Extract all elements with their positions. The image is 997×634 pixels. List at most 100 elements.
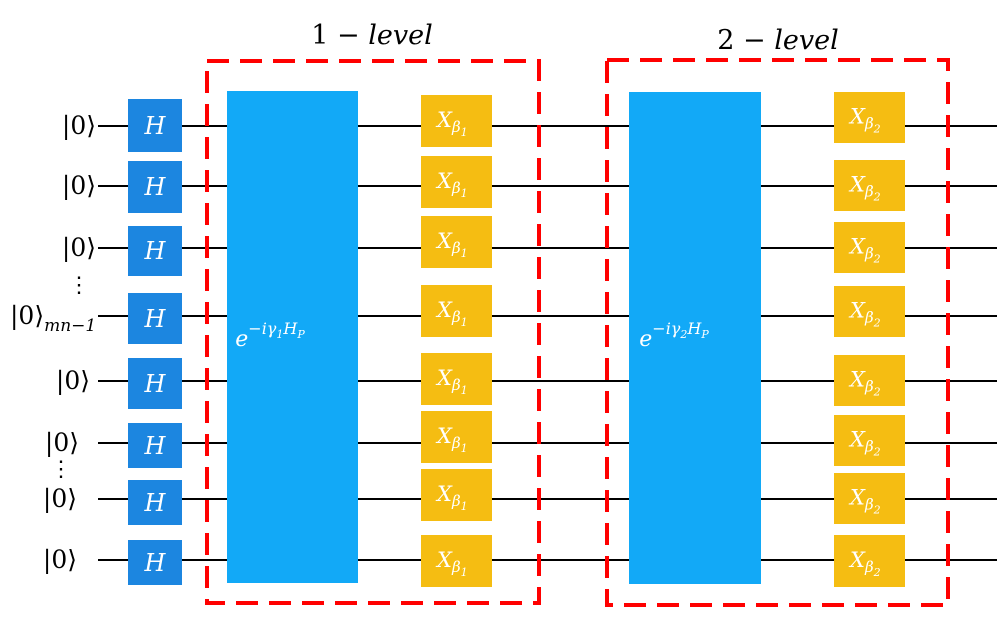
level-2-title: 2 − level bbox=[717, 25, 838, 56]
mixer-gate: Xβ2 bbox=[834, 92, 905, 143]
mixer-subscript-index: 2 bbox=[873, 566, 881, 579]
mixer-subscript-index: 1 bbox=[461, 316, 468, 329]
level-1-title-word: level bbox=[368, 20, 432, 51]
cost-unitary-exponent-h-index: P bbox=[700, 328, 709, 341]
mixer-gate: Xβ2 bbox=[834, 415, 905, 466]
mixer-subscript: β bbox=[451, 179, 461, 197]
mixer-label: Xβ1 bbox=[435, 366, 468, 397]
mixer-gate: Xβ1 bbox=[421, 535, 492, 587]
mixer-label: Xβ1 bbox=[435, 548, 468, 579]
mixer-base: X bbox=[848, 428, 866, 452]
mixer-subscript-index: 1 bbox=[461, 384, 468, 397]
hadamard-gate: H bbox=[128, 161, 182, 213]
qubit-label: |0⟩ bbox=[62, 233, 96, 263]
mixer-base: X bbox=[435, 298, 453, 322]
hadamard-label: H bbox=[144, 173, 167, 201]
qubit-label: |0⟩ bbox=[62, 111, 96, 141]
cost-unitary-exponent-h: H bbox=[282, 319, 298, 338]
cost-unitary-exponent-index: 1 bbox=[276, 328, 283, 341]
hadamard-label: H bbox=[144, 370, 167, 398]
mixer-subscript-index: 1 bbox=[461, 566, 468, 579]
mixer-gate: Xβ1 bbox=[421, 353, 492, 405]
hadamard-label: H bbox=[144, 489, 167, 517]
mixer-subscript: β bbox=[451, 492, 461, 510]
mixer-subscript-index: 2 bbox=[873, 191, 881, 204]
mixer-subscript-index: 2 bbox=[873, 317, 881, 330]
mixer-label: Xβ2 bbox=[848, 299, 881, 330]
mixer-base: X bbox=[435, 482, 453, 506]
cost-unitary-gate-1: e−iγ1HP bbox=[227, 91, 358, 583]
hadamard-column: H H H H H H H H bbox=[128, 99, 182, 585]
mixer-base: X bbox=[848, 548, 866, 572]
mixer-subscript: β bbox=[864, 496, 874, 514]
mixer-gate: Xβ1 bbox=[421, 411, 492, 463]
qubit-label: |0⟩ bbox=[56, 366, 90, 396]
mixer-gate: Xβ1 bbox=[421, 95, 492, 147]
hadamard-gate: H bbox=[128, 99, 182, 152]
cost-unitary-exponent-h-index: P bbox=[296, 328, 305, 341]
mixer-gate: Xβ2 bbox=[834, 473, 905, 524]
mixer-base: X bbox=[848, 173, 866, 197]
cost-unitary-exponent-index: 2 bbox=[679, 328, 687, 341]
mixer-label: Xβ2 bbox=[848, 173, 881, 204]
cost-unitary-exponent: −iγ bbox=[652, 319, 681, 338]
mixer-label: Xβ2 bbox=[848, 235, 881, 266]
mixer-base: X bbox=[848, 105, 866, 129]
hadamard-gate: H bbox=[128, 293, 182, 344]
mixer-subscript-index: 2 bbox=[873, 123, 881, 136]
mixer-label: Xβ2 bbox=[848, 548, 881, 579]
level-2-title-word: level bbox=[774, 25, 838, 56]
hadamard-gate: H bbox=[128, 540, 182, 585]
qubit-label: |0⟩ bbox=[43, 484, 77, 514]
hadamard-label: H bbox=[144, 237, 167, 265]
mixer-subscript: β bbox=[451, 558, 461, 576]
level-1-frame bbox=[205, 59, 541, 605]
qubit-labels: |0⟩ |0⟩ |0⟩ ⋮ |0⟩mn−1 |0⟩ |0⟩ ⋮ |0⟩ |0⟩ bbox=[10, 111, 96, 575]
mixer-subscript-index: 2 bbox=[873, 253, 881, 266]
qubit-label-mn-1: |0⟩mn−1 bbox=[10, 301, 96, 336]
ellipsis: ⋮ bbox=[68, 273, 90, 298]
mixer-gate: Xβ2 bbox=[834, 160, 905, 211]
mixer-gate: Xβ1 bbox=[421, 156, 492, 208]
mixer-base: X bbox=[848, 368, 866, 392]
mixer-subscript-index: 1 bbox=[461, 187, 468, 200]
mixer-base: X bbox=[848, 486, 866, 510]
mixer-subscript-index: 1 bbox=[461, 500, 468, 513]
mixer-label: Xβ1 bbox=[435, 298, 468, 329]
hadamard-gate: H bbox=[128, 423, 182, 468]
mixer-base: X bbox=[435, 424, 453, 448]
mixer-gate: Xβ2 bbox=[834, 222, 905, 273]
hadamard-label: H bbox=[144, 549, 167, 577]
mixer-label: Xβ1 bbox=[435, 229, 468, 260]
mixer-subscript: β bbox=[864, 378, 874, 396]
mixer-base: X bbox=[435, 229, 453, 253]
mixer-subscript: β bbox=[864, 245, 874, 263]
mixer-gate: Xβ2 bbox=[834, 355, 905, 406]
hadamard-gate: H bbox=[128, 358, 182, 409]
cost-unitary-base: e bbox=[235, 327, 248, 352]
mixer-base: X bbox=[435, 548, 453, 572]
level-1-title: 1 − level bbox=[311, 20, 432, 51]
hadamard-gate: H bbox=[128, 480, 182, 525]
mixer-label: Xβ2 bbox=[848, 428, 881, 459]
mixer-subscript: β bbox=[451, 376, 461, 394]
level-2-frame bbox=[605, 58, 950, 607]
mixer-gate: Xβ1 bbox=[421, 216, 492, 268]
mixer-subscript-index: 2 bbox=[873, 504, 881, 517]
mixer-subscript-index: 2 bbox=[873, 386, 881, 399]
mixer-base: X bbox=[435, 108, 453, 132]
mixer-subscript: β bbox=[864, 558, 874, 576]
qubit-label: |0⟩ bbox=[45, 428, 79, 458]
qubit-label: |0⟩ bbox=[43, 545, 77, 575]
hadamard-label: H bbox=[144, 305, 167, 333]
cost-unitary-label-2: e−iγ2HP bbox=[639, 319, 709, 352]
mixer-base: X bbox=[435, 169, 453, 193]
hadamard-label: H bbox=[144, 112, 167, 140]
mixer-subscript: β bbox=[864, 438, 874, 456]
qubit-label: |0⟩ bbox=[62, 171, 96, 201]
mixer-subscript: β bbox=[864, 183, 874, 201]
level-2-title-num: 2 − bbox=[717, 25, 765, 56]
mixer-gate: Xβ1 bbox=[421, 285, 492, 337]
